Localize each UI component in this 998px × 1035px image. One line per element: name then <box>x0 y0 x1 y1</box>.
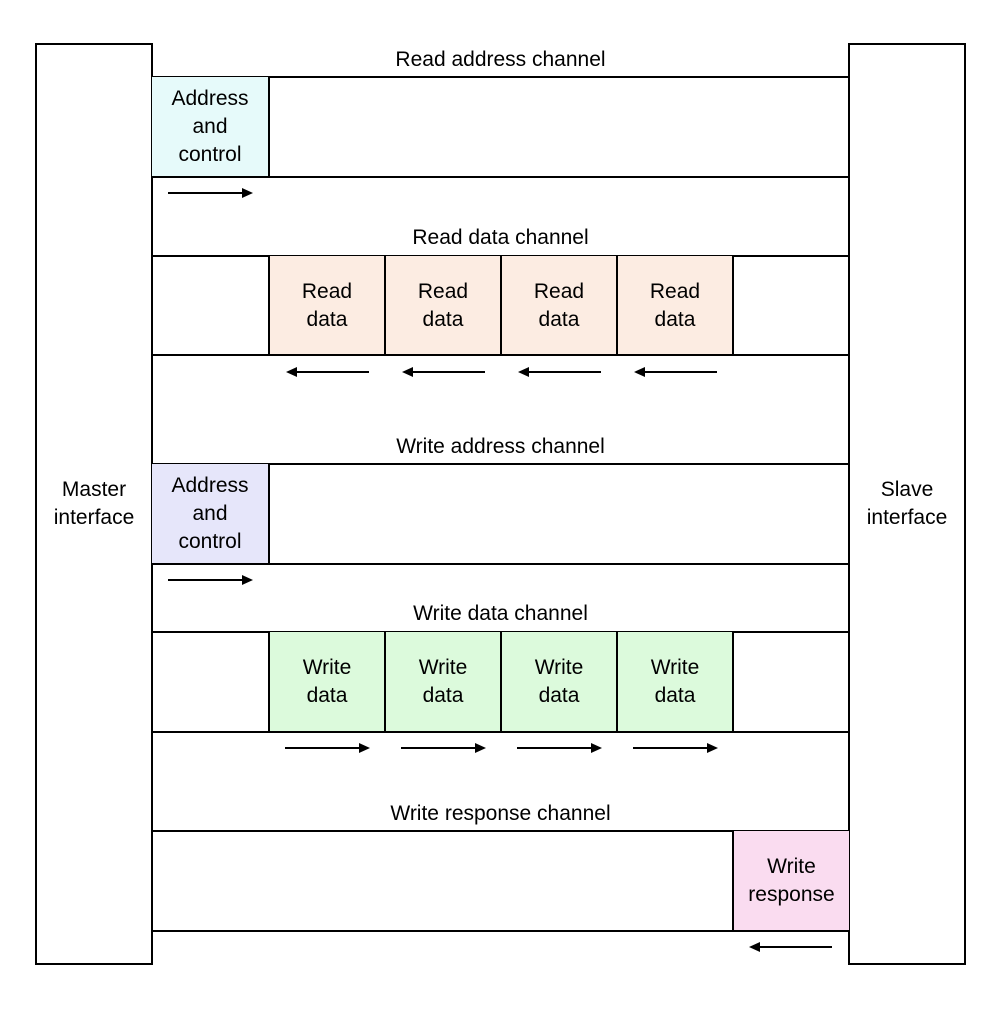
master-interface-label: Master interface <box>53 478 135 529</box>
read-address-cell: Address and control <box>152 77 270 177</box>
write-address-bottom-line <box>152 563 849 565</box>
right-arrow-icon <box>285 743 370 753</box>
write-data-cell: Write data <box>500 632 618 732</box>
right-arrow-icon <box>168 188 253 198</box>
write-response-channel-title: Write response channel <box>390 802 611 825</box>
write-address-top-line <box>152 463 849 465</box>
right-arrow-icon <box>168 575 253 585</box>
slave-interface-label: Slave interface <box>866 478 948 529</box>
write-data-cell: Write data <box>616 632 734 732</box>
write-response-cell: Write response <box>732 831 849 931</box>
right-arrow-icon <box>517 743 602 753</box>
read-address-top-line <box>152 76 849 78</box>
write-response-top-line <box>152 830 849 832</box>
left-arrow-icon <box>749 942 832 952</box>
right-arrow-icon <box>401 743 486 753</box>
read-data-cell: Read data <box>384 256 502 355</box>
write-data-channel-title: Write data channel <box>413 602 588 625</box>
write-data-cell: Write data <box>268 632 386 732</box>
slave-interface-box: Slave interface <box>848 43 966 965</box>
read-data-cell: Read data <box>616 256 734 355</box>
write-data-cell: Write data <box>384 632 502 732</box>
right-arrow-icon <box>633 743 718 753</box>
write-response-bottom-line <box>152 930 849 932</box>
read-data-bottom-line <box>152 354 849 356</box>
read-data-cell: Read data <box>500 256 618 355</box>
read-data-cell: Read data <box>268 256 386 355</box>
left-arrow-icon <box>518 367 601 377</box>
write-address-channel-title: Write address channel <box>396 435 605 458</box>
read-data-channel-title: Read data channel <box>412 226 589 249</box>
left-arrow-icon <box>402 367 485 377</box>
master-interface-box: Master interface <box>35 43 153 965</box>
left-arrow-icon <box>634 367 717 377</box>
left-arrow-icon <box>286 367 369 377</box>
write-data-bottom-line <box>152 731 849 733</box>
write-address-cell: Address and control <box>152 464 270 564</box>
read-address-channel-title: Read address channel <box>395 48 606 71</box>
read-address-bottom-line <box>152 176 849 178</box>
